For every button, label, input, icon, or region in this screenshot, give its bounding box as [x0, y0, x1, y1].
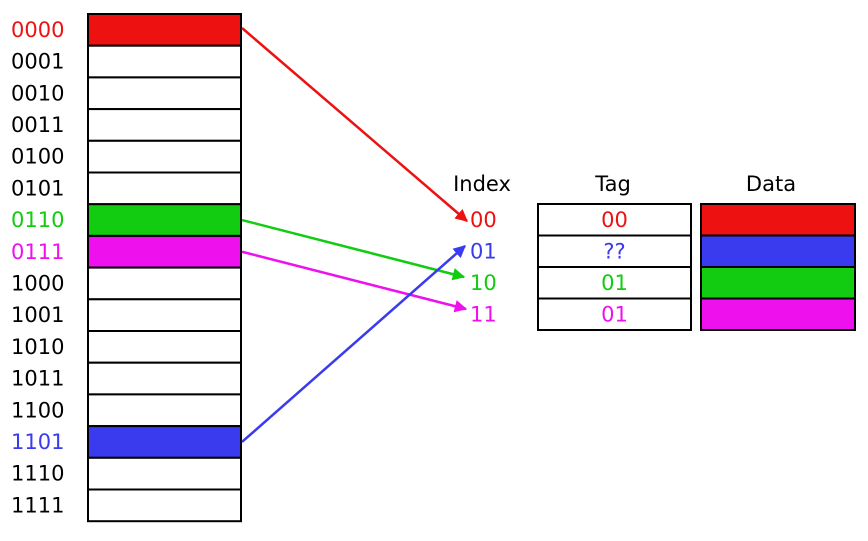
cache-index-label: 00	[470, 208, 497, 232]
memory-block	[87, 234, 242, 269]
memory-block	[87, 330, 242, 364]
data-cell	[700, 203, 856, 237]
memory-block	[87, 456, 242, 491]
memory-block	[87, 139, 242, 174]
mapping-arrow	[241, 218, 466, 281]
memory-address-label: 0001	[11, 50, 64, 74]
cache-table: 00 00 01?? 10 01 11 01	[470, 203, 856, 331]
cache-index-label: 10	[470, 271, 497, 295]
mapping-arrows	[241, 27, 468, 443]
memory-address-label: 0000	[11, 18, 64, 42]
data-header: Data	[746, 172, 796, 196]
mapping-arrow	[241, 27, 468, 222]
memory-block	[87, 393, 242, 428]
tag-value: 00	[601, 208, 628, 232]
memory-block	[87, 44, 242, 79]
memory-address-label: 0110	[11, 208, 64, 232]
memory-address-label: 1101	[11, 430, 64, 454]
data-cell	[700, 266, 856, 300]
memory-block	[87, 266, 242, 301]
memory-address-label: 1100	[11, 398, 64, 422]
memory-address-label: 1001	[11, 303, 64, 327]
mapping-arrow	[241, 245, 466, 443]
data-cell	[700, 297, 856, 331]
memory-block	[87, 171, 242, 206]
memory-address-label: 1011	[11, 367, 64, 391]
memory-address-label: 0010	[11, 81, 64, 105]
index-header: Index	[453, 172, 511, 196]
memory-address-label: 1110	[11, 462, 64, 486]
memory-block	[87, 13, 242, 47]
memory-block	[87, 488, 242, 523]
memory-address-label: 0111	[11, 240, 64, 264]
tag-header: Tag	[594, 172, 631, 196]
memory-block	[87, 76, 242, 111]
tag-value: ??	[603, 239, 625, 263]
tag-cell	[537, 297, 692, 331]
memory-address-label: 0101	[11, 176, 64, 200]
tag-value: 01	[601, 302, 628, 326]
memory-address-label: 1010	[11, 335, 64, 359]
memory-address-label: 1000	[11, 271, 64, 295]
memory-block	[87, 108, 242, 142]
memory-address-label: 0011	[11, 113, 64, 137]
cache-index-label: 11	[470, 302, 497, 326]
data-cell	[700, 234, 856, 268]
cache-headers: Index Tag Data	[453, 172, 796, 196]
memory-block	[87, 425, 242, 459]
tag-cell	[537, 203, 692, 237]
cache-index-label: 01	[470, 239, 497, 263]
tag-value: 01	[601, 271, 628, 295]
memory-address-label: 1111	[11, 493, 64, 517]
mapping-arrow	[241, 250, 468, 313]
main-memory: 0000 0001 0010 0011 0100 0101 0110 0111 1000 1001…	[11, 13, 242, 523]
memory-block	[87, 203, 242, 237]
memory-address-label: 0100	[11, 145, 64, 169]
memory-block	[87, 361, 242, 396]
memory-block	[87, 298, 242, 332]
